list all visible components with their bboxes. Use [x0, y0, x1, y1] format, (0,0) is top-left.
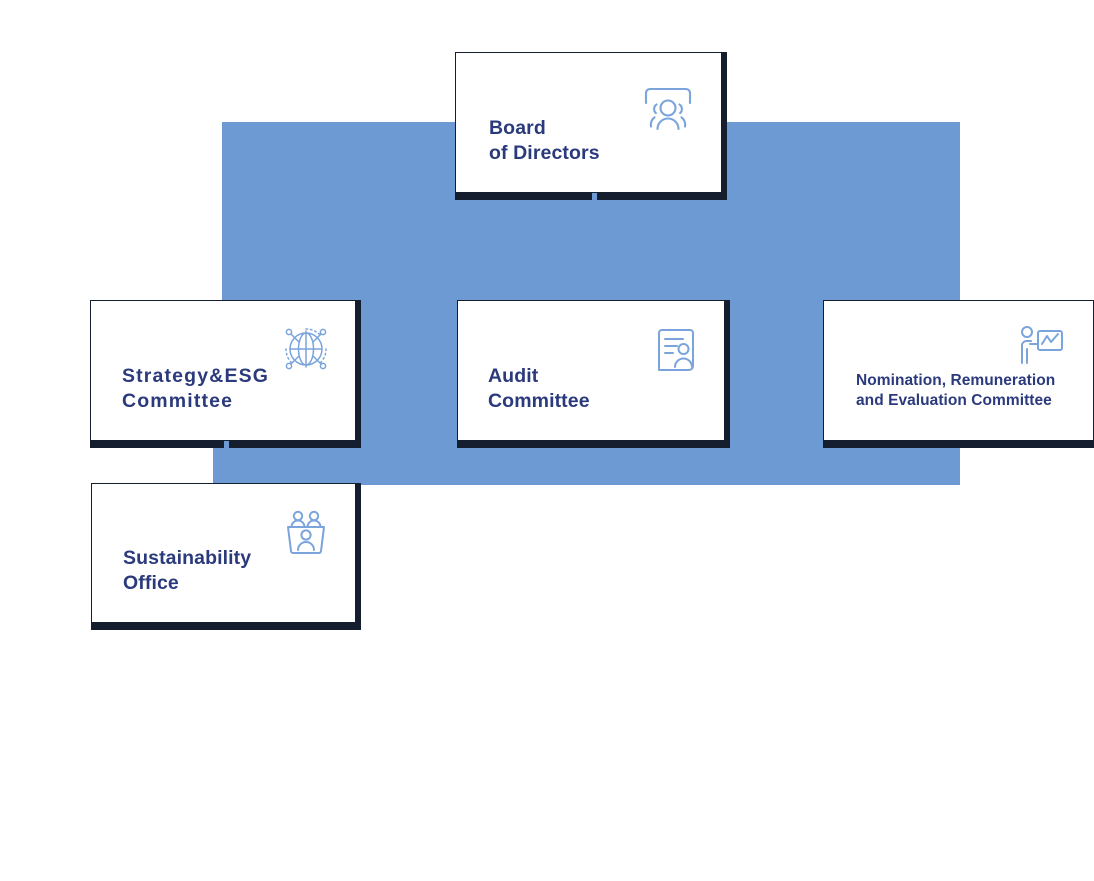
node-label: Sustainability Office: [123, 547, 252, 594]
frame-notch-top-left: [466, 301, 475, 308]
card-body: Strategy&ESG Committee: [90, 300, 356, 441]
frame-notch-top-right: [704, 53, 713, 60]
team-table-icon: [282, 509, 330, 562]
card-body: Audit Committee: [457, 300, 725, 441]
group-of-people-icon: [640, 81, 696, 142]
globe-network-icon: [275, 318, 337, 385]
node-label: Strategy&ESG Committee: [122, 365, 270, 412]
frame-notch-top-right: [1076, 301, 1085, 308]
frame-notch-top-left: [100, 484, 109, 491]
frame-notch-top-right: [707, 301, 716, 308]
frame-notch-top-right: [338, 301, 347, 308]
card-body: Board of Directors: [455, 52, 722, 193]
edge-strategy-to-sustainability: [224, 441, 229, 453]
frame-notch-top-left: [832, 301, 841, 308]
connector-band-bottom: [213, 447, 960, 485]
node-strategy-esg-committee[interactable]: Strategy&ESG Committee: [90, 300, 361, 448]
node-board-of-directors[interactable]: Board of Directors: [455, 52, 727, 200]
frame-notch-top-left: [99, 301, 108, 308]
node-sustainability-office[interactable]: Sustainability Office: [91, 483, 361, 630]
frame-notch-top-right: [338, 484, 347, 491]
document-person-icon: [653, 326, 699, 379]
node-label: Board of Directors: [489, 117, 600, 164]
presenter-chart-icon: [1016, 323, 1068, 376]
card-body: Sustainability Office: [91, 483, 356, 623]
node-audit-committee[interactable]: Audit Committee: [457, 300, 730, 448]
card-body: Nomination, Remuneration and Evaluation …: [823, 300, 1094, 441]
frame-notch-top-left: [464, 53, 473, 60]
node-nomination-remuneration-evaluation-committee[interactable]: Nomination, Remuneration and Evaluation …: [823, 300, 1094, 448]
edge-board-to-committees: [592, 193, 597, 205]
node-label: Nomination, Remuneration and Evaluation …: [856, 372, 1056, 409]
node-label: Audit Committee: [488, 365, 590, 412]
